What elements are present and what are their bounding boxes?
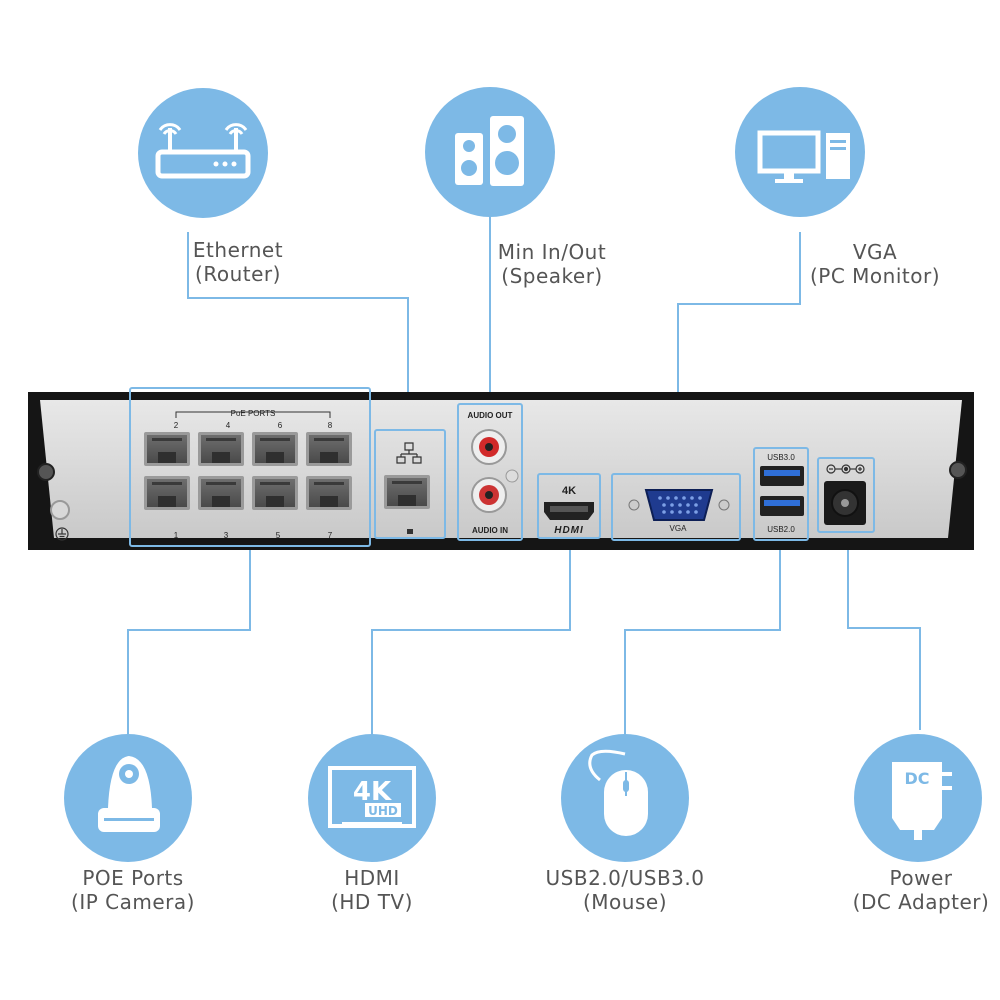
poe-line xyxy=(127,546,251,735)
power-label-line2: (DC Adapter) xyxy=(852,890,990,914)
poe-label-line1: POE Ports xyxy=(82,866,184,890)
dc-text: DC xyxy=(904,769,929,788)
poe-port xyxy=(198,476,244,510)
hdmi-label-line2: (HD TV) xyxy=(331,890,413,914)
router-icon xyxy=(138,88,268,218)
connector-lines xyxy=(127,216,921,735)
power-label-line1: Power xyxy=(889,866,953,890)
ethernet-label: Ethernet (Router) xyxy=(168,238,308,286)
audio-label: Min In/Out (Speaker) xyxy=(472,240,632,288)
audio-out-label: AUDIO OUT xyxy=(468,411,513,420)
ground-symbol-icon xyxy=(55,527,69,541)
hdmi-highlight xyxy=(537,473,601,539)
usb-label-line2: (Mouse) xyxy=(583,890,667,914)
hdmi-4k-label: 4K xyxy=(562,485,576,497)
uhd-4k-text: 4K xyxy=(353,777,392,807)
poe-port xyxy=(144,432,190,466)
vga-highlight xyxy=(611,473,741,541)
speaker-icon xyxy=(425,87,555,217)
poe-num-1: 1 xyxy=(174,531,179,540)
pc-monitor-icon xyxy=(735,87,865,217)
vga-port xyxy=(628,489,730,521)
ethernet-highlight xyxy=(374,429,446,539)
poe-port xyxy=(144,476,190,510)
poe-num-6: 6 xyxy=(278,421,283,430)
hdmi-line xyxy=(371,536,571,735)
usb-highlight xyxy=(753,447,809,541)
poe-ports xyxy=(144,411,352,510)
poe-port xyxy=(252,432,298,466)
audio-label-line1: Min In/Out xyxy=(497,240,607,264)
audio-highlight xyxy=(457,403,523,541)
poe-port xyxy=(306,476,352,510)
panel-labels: PoE PORTS 2 4 6 8 1 3 5 7 AUDIO OUT AUDI… xyxy=(174,409,796,540)
ip-camera-icon xyxy=(64,734,192,862)
vga-panel-label: VGA xyxy=(670,524,688,533)
poe-num-8: 8 xyxy=(328,421,333,430)
usb-ports xyxy=(760,466,804,516)
usb-label: USB2.0/USB3.0 (Mouse) xyxy=(540,866,710,914)
usb2-label: USB2.0 xyxy=(767,525,795,534)
poe-port xyxy=(306,432,352,466)
poe-port xyxy=(252,476,298,510)
power-highlight xyxy=(817,457,875,533)
power-line xyxy=(847,532,921,730)
uhd-sub-text: UHD xyxy=(368,804,398,818)
audio-jacks xyxy=(471,429,519,513)
dc-adapter-icon xyxy=(854,734,982,862)
polarity-symbol-icon xyxy=(826,464,865,474)
ethernet-label-line1: Ethernet xyxy=(192,238,284,262)
ethernet-label-line2: (Router) xyxy=(195,262,281,286)
poe-num-2: 2 xyxy=(174,421,179,430)
vga-label: VGA (PC Monitor) xyxy=(790,240,960,288)
uhd-4k-icon xyxy=(308,734,436,862)
power-port xyxy=(824,464,866,525)
hdmi-label-line1: HDMI xyxy=(344,866,400,890)
screw-right-icon xyxy=(949,461,967,479)
poe-num-3: 3 xyxy=(224,531,229,540)
hdmi-logo-label: HDMI xyxy=(554,525,584,536)
network-icon xyxy=(396,442,422,464)
vga-label-line2: (PC Monitor) xyxy=(809,264,940,288)
poe-header: PoE PORTS xyxy=(231,409,276,418)
mouse-icon xyxy=(561,734,689,862)
ethernet-line xyxy=(187,232,409,430)
usb3-label: USB3.0 xyxy=(767,453,795,462)
poe-port xyxy=(198,432,244,466)
poe-label-line2: (IP Camera) xyxy=(71,890,195,914)
usb-line xyxy=(624,540,781,735)
audio-label-line2: (Speaker) xyxy=(501,264,603,288)
ethernet-port xyxy=(384,442,430,534)
poe-num-7: 7 xyxy=(328,531,333,540)
hdmi-port xyxy=(544,502,594,520)
power-label: Power (DC Adapter) xyxy=(846,866,996,914)
poe-num-4: 4 xyxy=(226,421,231,430)
hdmi-label: HDMI (HD TV) xyxy=(302,866,442,914)
usb-label-line1: USB2.0/USB3.0 xyxy=(545,866,705,890)
screw-left-icon xyxy=(37,463,55,481)
poe-label: POE Ports (IP Camera) xyxy=(48,866,218,914)
ground-screw-icon xyxy=(50,500,70,520)
poe-num-5: 5 xyxy=(276,531,281,540)
poe-highlight xyxy=(129,387,371,547)
audio-in-label: AUDIO IN xyxy=(472,526,508,535)
vga-label-line1: VGA xyxy=(852,240,898,264)
